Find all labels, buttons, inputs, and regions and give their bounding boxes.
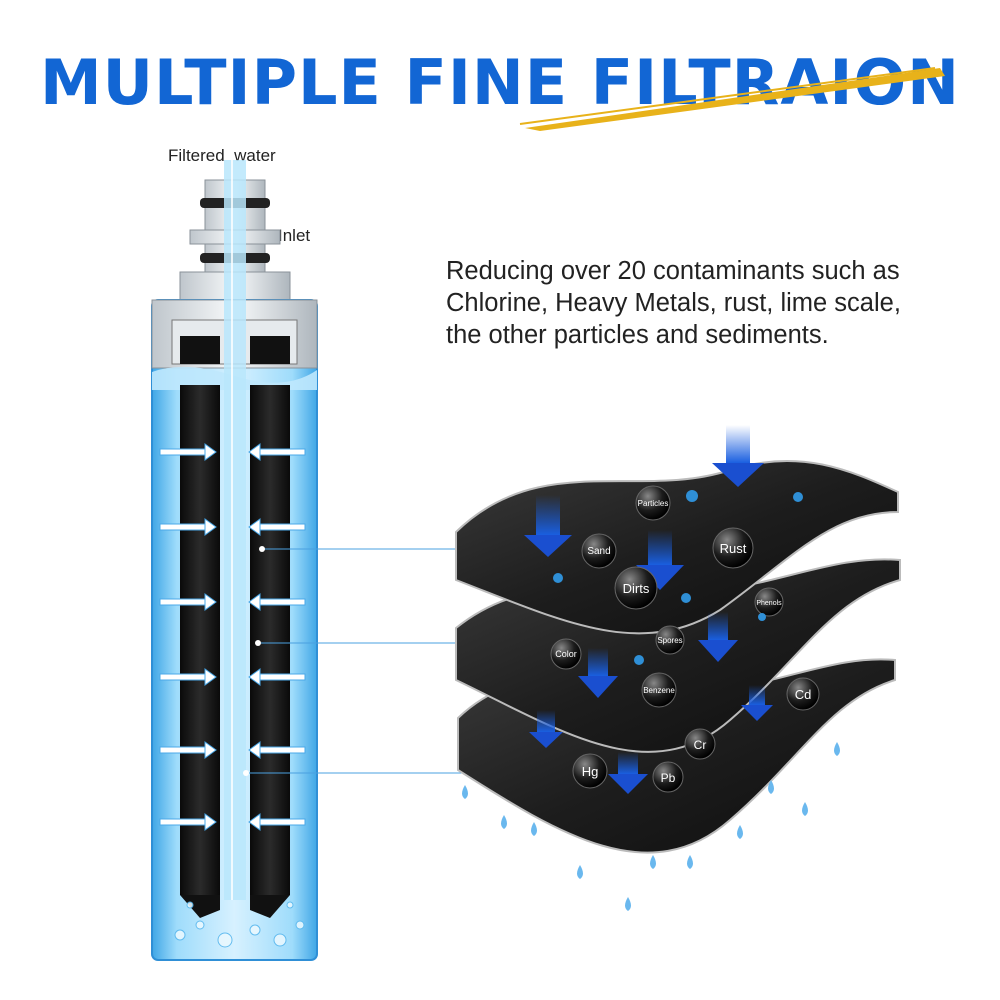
bubble-rust: Rust <box>712 527 754 569</box>
bubble-cd: Cd <box>786 677 820 711</box>
inlet-label: Inlet <box>278 226 311 245</box>
bubble-dirts-label: Dirts <box>623 581 650 596</box>
filter-layer-top <box>455 459 899 635</box>
bubble-spores-label: Spores <box>657 636 682 645</box>
bubble-spores: Spores <box>655 625 685 655</box>
bubble-phenols-label: Phenols <box>756 600 782 607</box>
flow-arrows <box>159 443 306 831</box>
bubble-cr: Cr <box>684 728 716 760</box>
layer-flow-arrows <box>524 425 773 794</box>
description-line-1: Reducing over 20 contaminants such as <box>446 257 900 285</box>
bubble-cr-label: Cr <box>694 738 707 752</box>
carbon-core-left <box>180 385 220 895</box>
bubble-dirts: Dirts <box>614 566 658 610</box>
center-tube <box>224 160 246 900</box>
carbon-core-right <box>250 385 290 895</box>
bubble-particles-label: Particles <box>638 499 669 508</box>
bubble-cd-label: Cd <box>795 687 812 702</box>
bubble-hg: Hg <box>572 753 608 789</box>
bubble-particles: Particles <box>635 485 671 521</box>
bubble-color-label: Color <box>555 649 577 659</box>
leader-lines <box>246 548 500 774</box>
bubble-sand: Sand <box>581 533 617 569</box>
bubble-color: Color <box>550 638 582 670</box>
water-droplets <box>462 742 840 911</box>
bubble-sand-label: Sand <box>587 546 610 557</box>
bubble-phenols: Phenols <box>754 587 784 617</box>
title-underline-swoosh <box>519 67 945 131</box>
bubble-benzene-label: Benzene <box>643 686 675 695</box>
description-line-2: Chlorine, Heavy Metals, rust, lime scale… <box>446 289 901 317</box>
description-text: Reducing over 20 contaminants such as Ch… <box>446 255 966 351</box>
bubble-rust-label: Rust <box>720 541 747 556</box>
bubble-benzene: Benzene <box>641 672 677 708</box>
bubble-pb-label: Pb <box>661 771 676 785</box>
page-title: MULTIPLE FINE FILTRAION <box>39 46 961 119</box>
bubble-hg-label: Hg <box>582 764 599 779</box>
microbe-icons <box>553 490 803 665</box>
bubble-pb: Pb <box>652 761 684 793</box>
description-line-3: the other particles and sediments. <box>446 321 829 349</box>
